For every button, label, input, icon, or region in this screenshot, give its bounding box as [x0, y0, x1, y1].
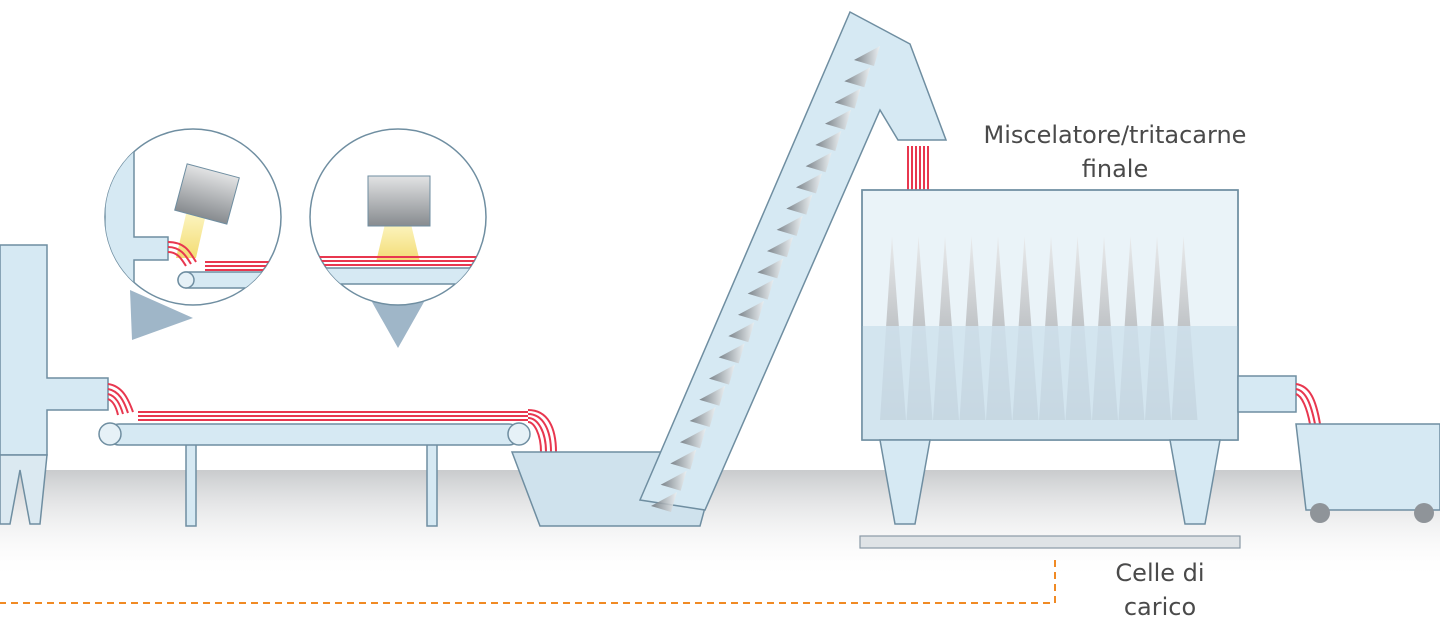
- auger-flight: [815, 130, 842, 151]
- load-cells-label-line2: carico: [1123, 593, 1197, 621]
- load-cell-signal-line: [0, 560, 1056, 604]
- load-cells-label-line1: Celle di: [1115, 559, 1205, 587]
- product-flow-mixer-outlet: [1295, 383, 1321, 425]
- zoom-circle-top-sensor: [309, 128, 487, 348]
- mixer-label-line2: finale: [1081, 155, 1149, 183]
- auger-flight: [728, 322, 755, 343]
- auger-flight: [854, 46, 880, 66]
- auger-flight: [805, 152, 832, 173]
- inclined-auger: [638, 10, 948, 512]
- product-flow-conveyor-end: [527, 409, 557, 453]
- auger-flight: [834, 88, 861, 109]
- load-cells-label: Celle di carico: [1080, 556, 1240, 624]
- auger-flight: [689, 407, 716, 428]
- auger-flight: [825, 109, 851, 130]
- product-flow-grinder-outlet: [107, 383, 134, 416]
- auger-flight: [660, 470, 687, 491]
- product-flow-auger-outlet: [907, 146, 929, 190]
- auger-flight: [718, 343, 745, 364]
- auger-flight: [757, 258, 784, 279]
- auger-flight: [844, 67, 871, 88]
- mixer-label-line1: Miscelatore/tritacarne: [983, 121, 1247, 149]
- mixer-label: Miscelatore/tritacarne finale: [960, 118, 1270, 186]
- conveyor-belt: [98, 411, 531, 527]
- auger-flight: [786, 194, 813, 215]
- auger-flight: [767, 237, 793, 258]
- auger-flight: [796, 173, 822, 194]
- auger-flight: [699, 385, 726, 406]
- final-mixer-grinder: [861, 189, 1297, 525]
- zoom-circle-angled-sensor: [104, 128, 282, 340]
- auger-flight: [776, 215, 803, 236]
- auger-flight: [738, 300, 764, 321]
- auger-flight: [680, 428, 706, 449]
- load-cell-platform: [859, 535, 1241, 549]
- left-grinder: [0, 244, 109, 525]
- auger-flights: [651, 46, 880, 512]
- auger-flight: [651, 492, 677, 512]
- auger-flight: [670, 449, 697, 470]
- transport-cart: [1295, 423, 1440, 523]
- auger-flight: [747, 279, 774, 300]
- auger-flight: [709, 364, 735, 385]
